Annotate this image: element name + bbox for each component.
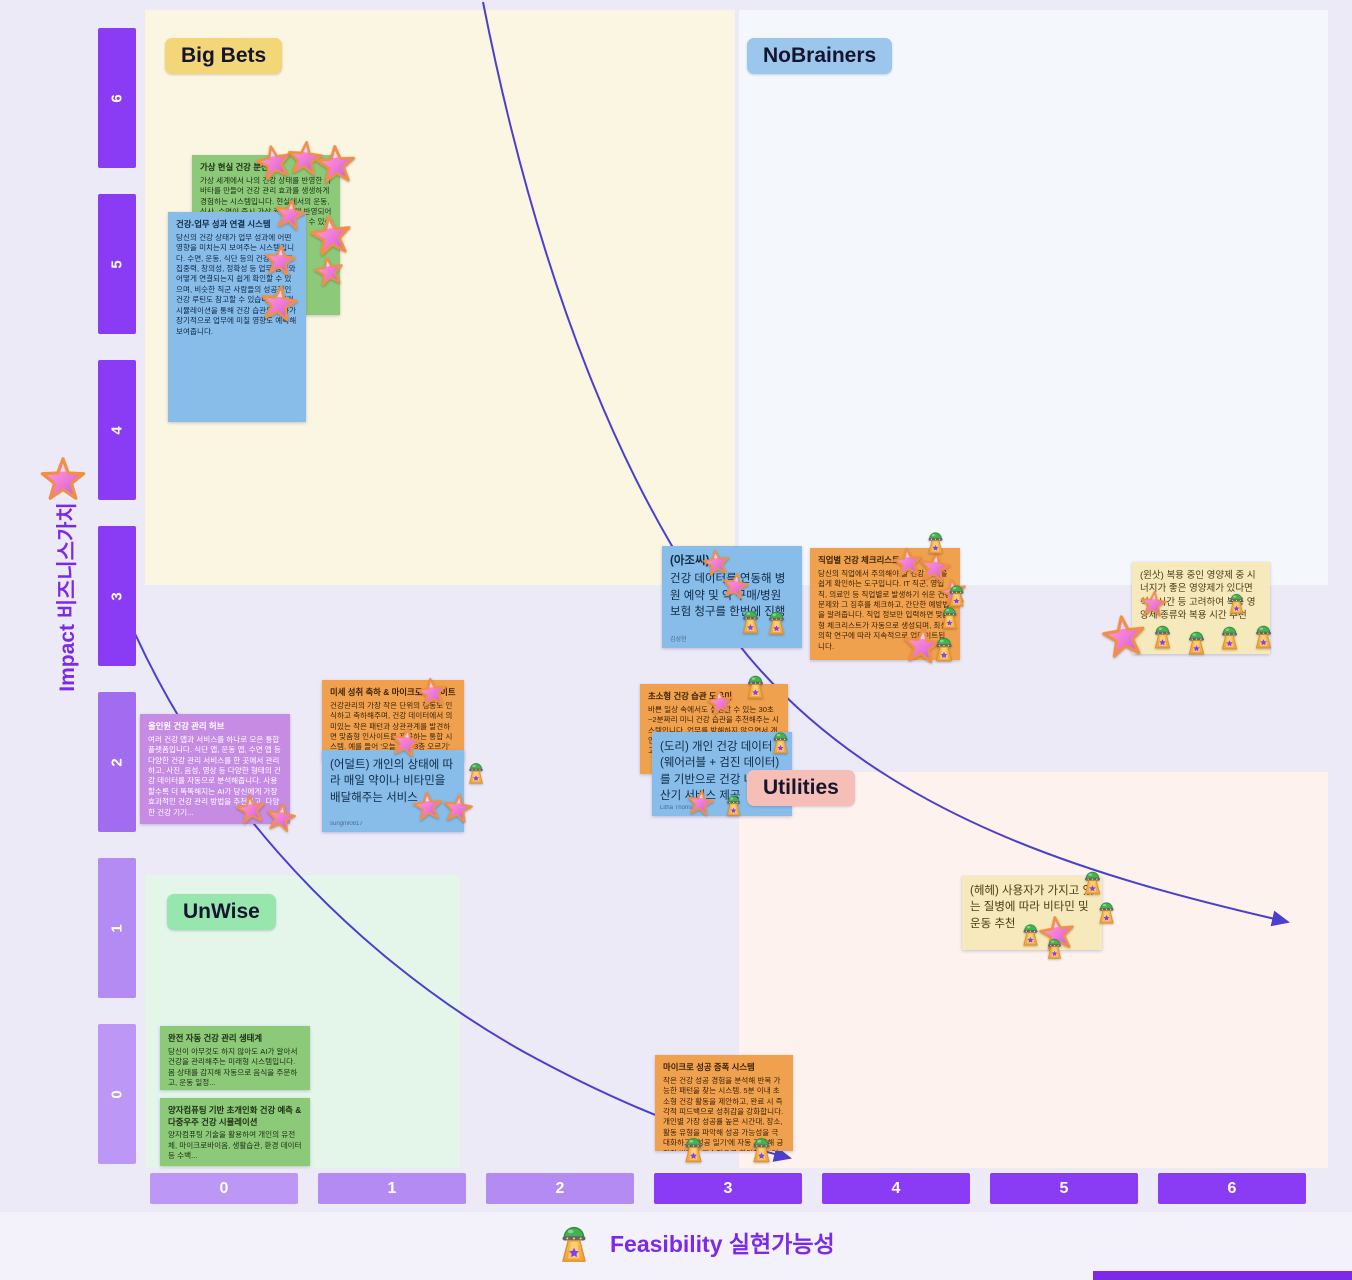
x-axis-block-6: 6 <box>1158 1173 1306 1204</box>
ufo-sticker-icon[interactable] <box>1223 589 1250 616</box>
star-sticker-icon[interactable] <box>412 790 445 823</box>
quadrant-label-big-bets[interactable]: Big Bets <box>165 38 283 74</box>
ufo-sticker-icon[interactable] <box>761 606 792 637</box>
y-tick-3: 3 <box>108 591 126 601</box>
star-sticker-icon[interactable] <box>389 725 424 760</box>
note-title: 완전 자동 건강 관리 생태계 <box>168 1033 263 1043</box>
ufo-sticker-icon[interactable] <box>720 791 747 818</box>
star-sticker-icon[interactable] <box>1139 589 1169 619</box>
quadrant-label-nobrainers[interactable]: NoBrainers <box>747 38 893 74</box>
x-tick-4: 4 <box>891 1179 901 1197</box>
quadrant-label-unwise[interactable]: UnWise <box>167 894 276 930</box>
star-sticker-icon[interactable] <box>441 791 475 825</box>
note-title: 마이크로 성공 증폭 시스템 <box>663 1062 755 1072</box>
ufo-sticker-icon[interactable] <box>462 758 490 786</box>
ufo-sticker-icon[interactable] <box>1214 621 1245 652</box>
y-axis-block-6: 6 <box>98 28 136 168</box>
x-axis-block-3: 3 <box>654 1173 802 1204</box>
y-axis-block-0: 0 <box>98 1024 136 1164</box>
bottom-edge-purple-strip <box>1093 1271 1352 1280</box>
ufo-sticker-icon[interactable] <box>766 727 795 756</box>
sticky-note-quantum-health-simulation[interactable]: 양자컴퓨팅 기반 초개인화 건강 예측 & 다중우주 건강 시뮬레이션 양자컴퓨… <box>160 1098 310 1166</box>
star-sticker-icon[interactable] <box>312 254 347 289</box>
note-body: 양자컴퓨팅 기술을 활용하여 개인의 유전체, 마이크로바이옴, 생활습관, 환… <box>168 1130 302 1161</box>
note-title: 가상 현실 건강 분신 <box>200 162 269 172</box>
star-sticker-icon[interactable] <box>705 687 734 716</box>
y-axis-block-3: 3 <box>98 526 136 666</box>
ufo-sticker-icon[interactable] <box>1181 626 1212 657</box>
ufo-sticker-icon[interactable] <box>1248 620 1279 651</box>
ufo-sticker-icon[interactable] <box>921 527 950 556</box>
star-sticker-icon[interactable] <box>685 787 715 817</box>
star-sticker-icon[interactable] <box>271 195 308 232</box>
x-tick-2: 2 <box>555 1179 565 1197</box>
star-icon <box>40 456 86 502</box>
star-sticker-icon[interactable] <box>720 570 751 601</box>
ufo-icon <box>550 1218 598 1266</box>
note-body: 당신이 아무것도 하지 않아도 AI가 알아서 건강을 관리해주는 미래형 시스… <box>168 1046 298 1087</box>
star-sticker-icon[interactable] <box>315 143 358 186</box>
quadrant-nobrainers-area <box>739 10 1328 585</box>
star-sticker-icon[interactable] <box>307 211 354 258</box>
x-axis-label: Feasibility 실현가능성 <box>610 1231 835 1257</box>
y-tick-6: 6 <box>108 93 126 103</box>
x-tick-3: 3 <box>723 1179 733 1197</box>
note-title: 올인원 건강 관리 허브 <box>148 721 225 731</box>
x-axis-block-1: 1 <box>318 1173 466 1204</box>
x-tick-0: 0 <box>219 1179 229 1197</box>
y-tick-5: 5 <box>108 259 126 269</box>
y-tick-4: 4 <box>108 425 126 435</box>
quadrant-label-utilities[interactable]: Utilities <box>747 770 855 806</box>
star-sticker-icon[interactable] <box>415 675 449 709</box>
ufo-sticker-icon[interactable] <box>928 632 960 664</box>
ufo-sticker-icon[interactable] <box>1147 620 1178 651</box>
y-axis-label: Impact 비즈니스가치 <box>56 502 79 692</box>
star-sticker-icon[interactable] <box>264 800 299 835</box>
x-axis-block-4: 4 <box>822 1173 970 1204</box>
x-axis-label-group: Feasibility 실현가능성 <box>550 1218 835 1266</box>
quadrant-utilities-area <box>739 772 1328 1168</box>
x-tick-1: 1 <box>387 1179 397 1197</box>
bottom-band <box>0 1212 1352 1280</box>
ufo-sticker-icon[interactable] <box>1092 897 1121 926</box>
ufo-sticker-icon[interactable] <box>740 670 771 701</box>
ufo-sticker-icon[interactable] <box>1077 866 1108 897</box>
x-axis-block-0: 0 <box>150 1173 298 1204</box>
ufo-sticker-icon[interactable] <box>935 602 964 631</box>
note-title: 양자컴퓨팅 기반 초개인화 건강 예측 & 다중우주 건강 시뮬레이션 <box>168 1105 302 1127</box>
x-axis-block-5: 5 <box>990 1173 1138 1204</box>
ufo-sticker-icon[interactable] <box>677 1132 710 1165</box>
x-axis-block-2: 2 <box>486 1173 634 1204</box>
star-sticker-icon[interactable] <box>234 792 268 826</box>
y-tick-0: 0 <box>108 1089 126 1099</box>
note-title: 건강-업무 성과 연결 시스템 <box>176 219 271 229</box>
y-tick-2: 2 <box>108 757 126 767</box>
star-sticker-icon[interactable] <box>262 242 297 277</box>
note-author: sungmi0817 <box>330 821 363 828</box>
star-sticker-icon[interactable] <box>258 282 301 325</box>
x-tick-5: 5 <box>1059 1179 1069 1197</box>
ufo-sticker-icon[interactable] <box>1041 934 1068 961</box>
y-axis-block-4: 4 <box>98 360 136 500</box>
y-axis-block-5: 5 <box>98 194 136 334</box>
y-axis-block-2: 2 <box>98 692 136 832</box>
y-axis-block-1: 1 <box>98 858 136 998</box>
sticky-note-full-auto-health-ecosystem[interactable]: 완전 자동 건강 관리 생태계 당신이 아무것도 하지 않아도 AI가 알아서 … <box>160 1026 310 1090</box>
star-sticker-icon[interactable] <box>1099 611 1149 661</box>
x-tick-6: 6 <box>1227 1179 1237 1197</box>
note-author: 김성현 <box>670 637 687 644</box>
note-body: 당신의 건강 상태가 업무 성과에 어떤 영향을 미치는지 보여주는 시스템입니… <box>176 232 297 336</box>
note-title: (아조씨) <box>670 555 710 567</box>
y-tick-1: 1 <box>108 923 126 933</box>
ufo-sticker-icon[interactable] <box>745 1132 778 1165</box>
